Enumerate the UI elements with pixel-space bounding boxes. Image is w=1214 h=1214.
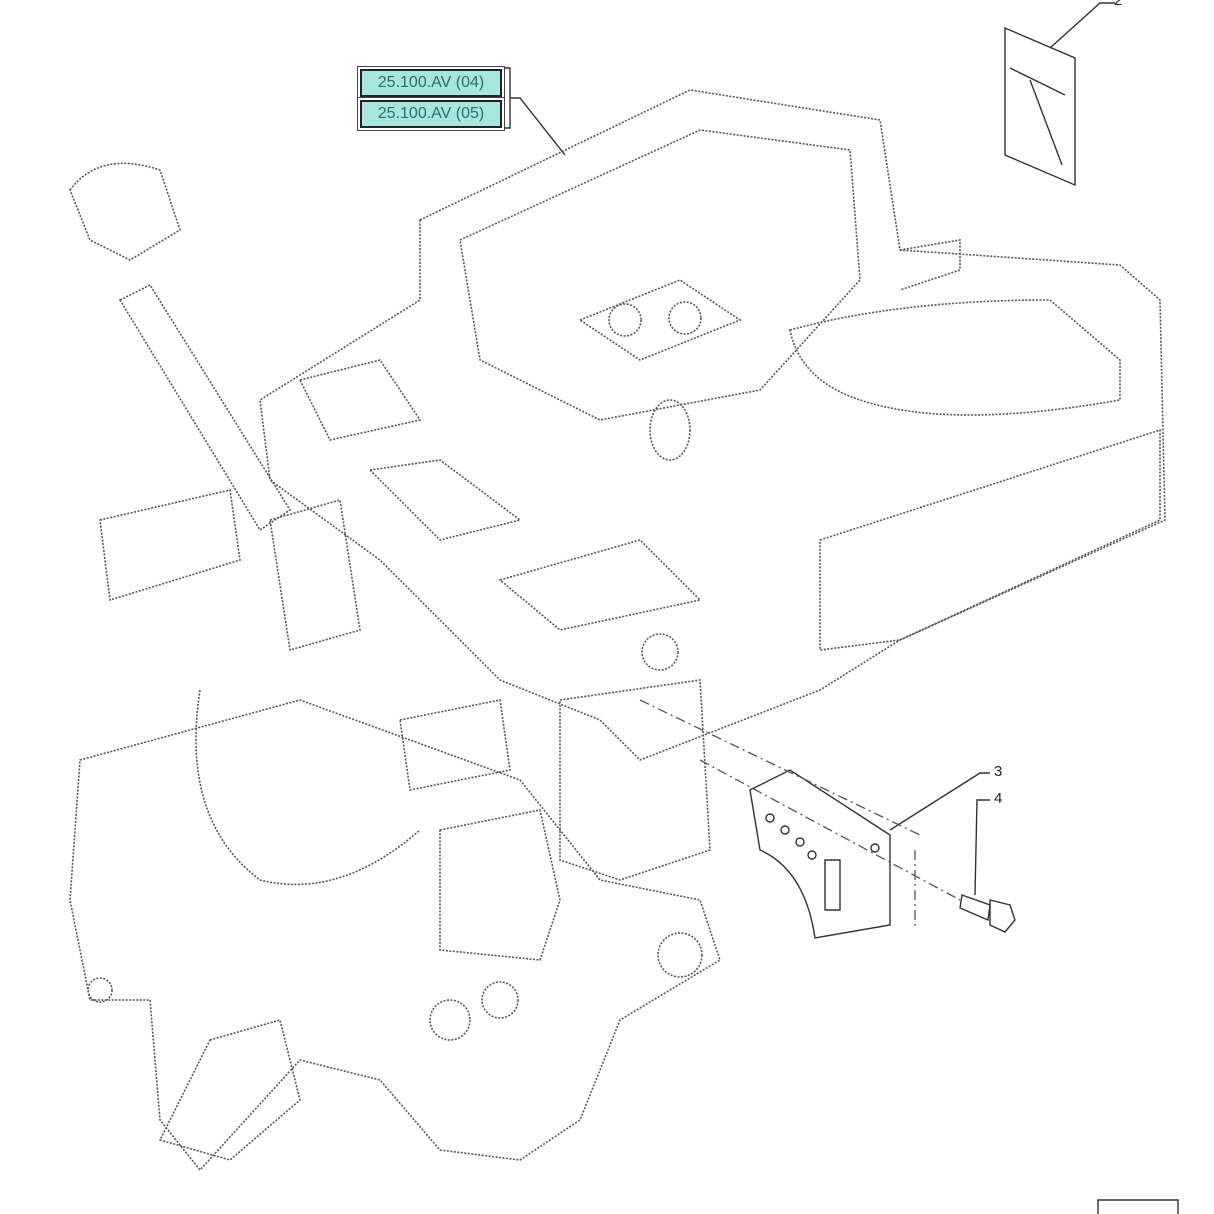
item-number-2: 2 — [1114, 0, 1123, 9]
bracket-part-3 — [749, 769, 990, 939]
item-number-3: 3 — [994, 763, 1003, 780]
reference-link-25-100-av-04[interactable]: 25.100.AV (04) — [360, 69, 502, 97]
assembly-centerline — [639, 699, 961, 930]
reference-link-25-100-av-05[interactable]: 25.100.AV (05) — [360, 100, 502, 128]
front-frame-drawing — [69, 89, 1166, 1172]
reference-leader-line — [505, 67, 566, 156]
item-number-4: 4 — [994, 790, 1003, 807]
corner-frame — [1097, 1199, 1179, 1214]
decal-part-2 — [1004, 2, 1115, 187]
bolt-part-4 — [959, 799, 1016, 933]
